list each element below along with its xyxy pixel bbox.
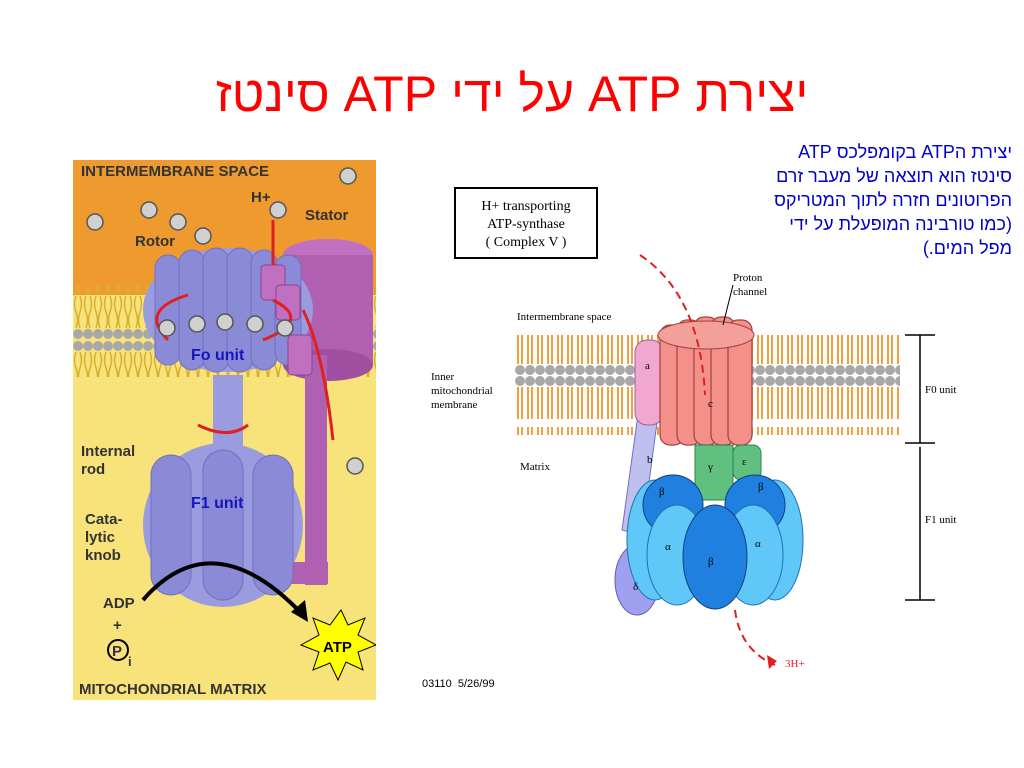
label-subunit-a: a — [645, 360, 650, 372]
description-line: (כמו טורבינה המופעלת על ידי — [789, 214, 1012, 234]
label-subunit-alpha: α — [755, 538, 761, 550]
figure-code: 03110 5/26/99 — [422, 678, 495, 690]
atp-synthase-cartoon: INTERMEMBRANE SPACE H+ Stator Rotor Fo u… — [73, 160, 376, 700]
label-subunit-b: b — [647, 454, 653, 466]
label-internal-rod: Internal — [81, 443, 135, 460]
label-adp: ADP — [103, 595, 135, 612]
label-i: i — [128, 654, 132, 669]
label-inner-membrane: membrane — [431, 399, 478, 411]
label-f1-unit: F1 unit — [191, 495, 244, 512]
complex-v-schematic: H+ transporting ATP-synthase ( Complex V… — [431, 187, 956, 670]
label-catalytic-knob: Cata- — [85, 511, 123, 528]
proton-balls — [86, 167, 364, 475]
description-line: מפל המים.) — [922, 238, 1012, 258]
label-fo-unit: Fo unit — [191, 347, 245, 364]
label-atp: ATP — [323, 639, 352, 656]
description-line: הפרוטונים חזרה לתוך המטריקס — [774, 190, 1012, 210]
complex-box-line: ATP-synthase — [487, 217, 565, 232]
subunit-beta-front — [682, 504, 748, 610]
label-inner-membrane: Inner — [431, 371, 455, 383]
label-internal-rod: rod — [81, 461, 105, 478]
label-subunit-beta: β — [758, 481, 764, 493]
label-catalytic-knob: knob — [85, 547, 121, 564]
label-mitochondrial-matrix: MITOCHONDRIAL MATRIX — [79, 681, 267, 698]
label-3h-plus: 3H+ — [785, 658, 805, 670]
label-catalytic-knob: lytic — [85, 529, 115, 546]
label-subunit-delta: δ — [633, 581, 638, 593]
label-f1-unit: F1 unit — [925, 514, 956, 526]
slide-title: יצירת ATP על ידי ATP סינטז — [215, 66, 809, 122]
label-subunit-beta: β — [659, 486, 665, 498]
label-f0-unit: F0 unit — [925, 384, 956, 396]
label-subunit-c: c — [708, 398, 713, 410]
complex-box-line: H+ transporting — [481, 199, 570, 214]
label-p: P — [112, 643, 122, 660]
description-line: יצירת הATP בקומפלכס ATP — [798, 142, 1012, 162]
label-proton-channel: Proton — [733, 272, 763, 284]
label-subunit-beta: β — [708, 556, 714, 568]
label-stator: Stator — [305, 207, 349, 224]
label-rotor: Rotor — [135, 233, 175, 250]
label-subunit-gamma: γ — [707, 461, 713, 473]
atp-star — [299, 609, 376, 682]
label-subunit-alpha: α — [665, 541, 671, 553]
label-intermembrane-space: INTERMEMBRANE SPACE — [81, 163, 269, 180]
description-text: יצירת הATP בקומפלכס ATP סינטז הוא תוצאה … — [682, 140, 1012, 260]
label-proton-channel: channel — [733, 286, 767, 298]
complex-box-line: ( Complex V ) — [486, 235, 567, 250]
label-inner-membrane: mitochondrial — [431, 385, 493, 397]
label-intermembrane-space: Intermembrane space — [517, 311, 611, 323]
label-subunit-epsilon: ε — [742, 456, 747, 468]
label-matrix: Matrix — [520, 461, 550, 473]
label-plus: + — [113, 617, 122, 634]
description-line: סינטז הוא תוצאה של מעבר זרם — [776, 166, 1012, 186]
label-h-plus: H+ — [251, 189, 271, 206]
subunit-gamma — [694, 444, 734, 501]
